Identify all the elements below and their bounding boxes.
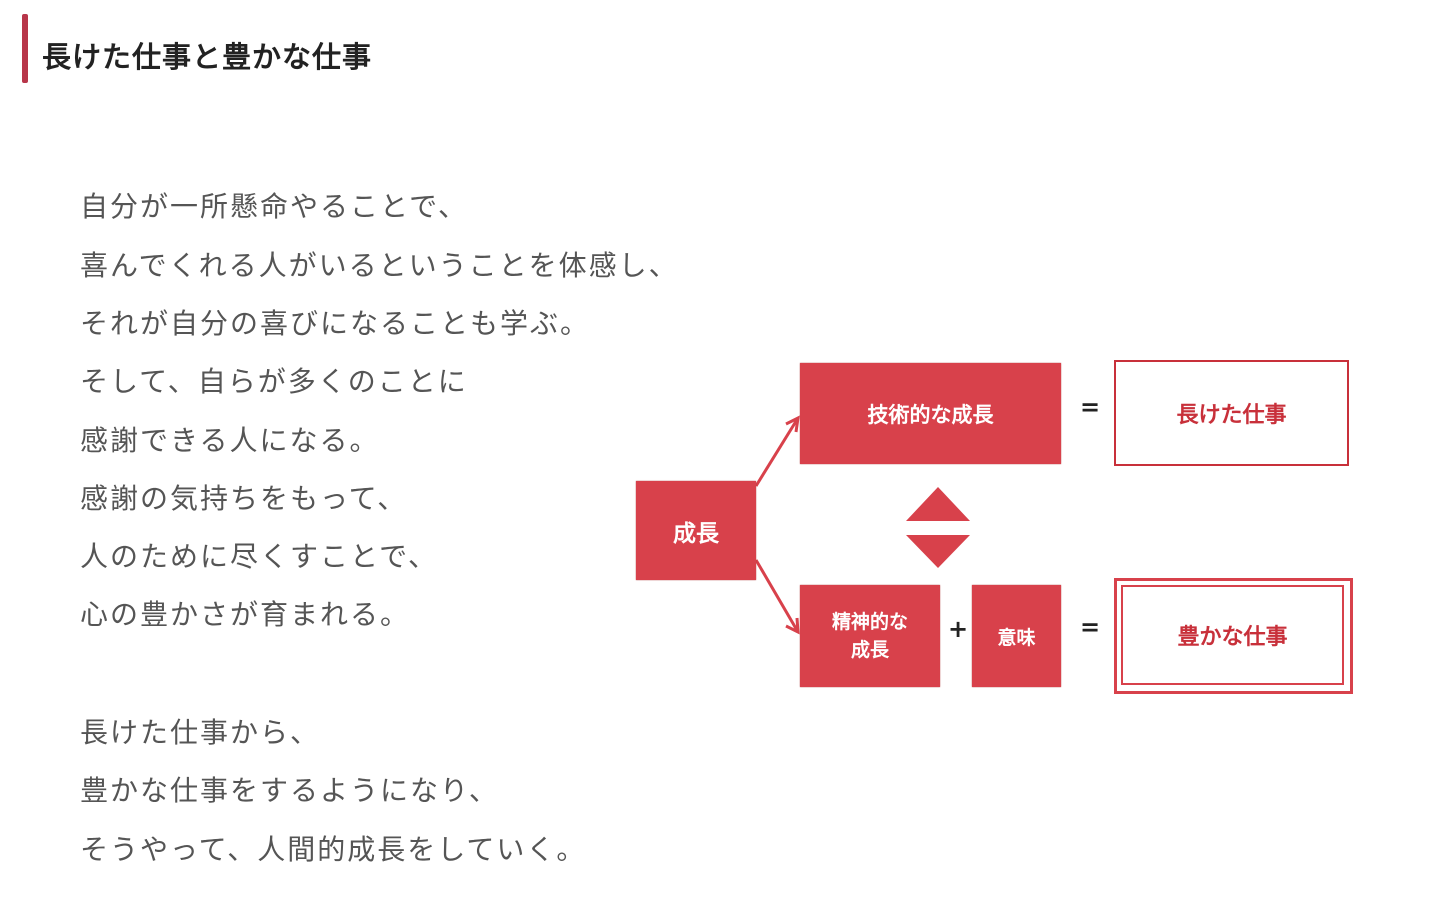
spiritual-growth-label-1: 精神的な [831, 611, 908, 633]
rich-work-box: 豊かな仕事 [1121, 585, 1344, 685]
text-line: 感謝の気持ちをもって、 [80, 482, 408, 515]
text-line: 人のために尽くすことで、 [80, 540, 439, 573]
text-line: 豊かな仕事をするようになり、 [80, 774, 499, 807]
arrow-down-right [754, 559, 800, 633]
spiritual-growth-box: 精神的な 成長 [800, 585, 940, 687]
spiritual-growth-label-2: 成長 [850, 639, 889, 661]
text-line: 自分が一所懸命やることで、 [80, 190, 469, 223]
equals-sign: = [1080, 393, 1101, 421]
skilled-work-box: 長けた仕事 [1114, 360, 1349, 466]
text-line: そして、自らが多くのことに [80, 365, 468, 398]
text-line: 長けた仕事から、 [80, 716, 321, 749]
text-line: それが自分の喜びになることも学ぶ。 [80, 307, 591, 340]
growth-box: 成長 [636, 481, 756, 580]
text-line: 心の豊かさが育まれる。 [80, 598, 411, 631]
arrow-up-right [754, 417, 800, 487]
technical-growth-box: 技術的な成長 [800, 363, 1061, 464]
equals-sign: = [1080, 613, 1101, 641]
page-title: 長けた仕事と豊かな仕事 [42, 40, 373, 74]
triangle-down-icon [906, 535, 970, 568]
plus-sign: + [948, 615, 969, 643]
triangle-up-icon [906, 487, 970, 521]
text-line: 喜んでくれる人がいるということを体感し、 [80, 249, 679, 282]
text-line: 感謝できる人になる。 [80, 424, 380, 457]
title-accent-bar [22, 14, 28, 83]
text-line: そうやって、人間的成長をしていく。 [80, 833, 587, 866]
rich-work-frame: 豊かな仕事 [1114, 578, 1353, 694]
meaning-box: 意味 [972, 585, 1061, 687]
